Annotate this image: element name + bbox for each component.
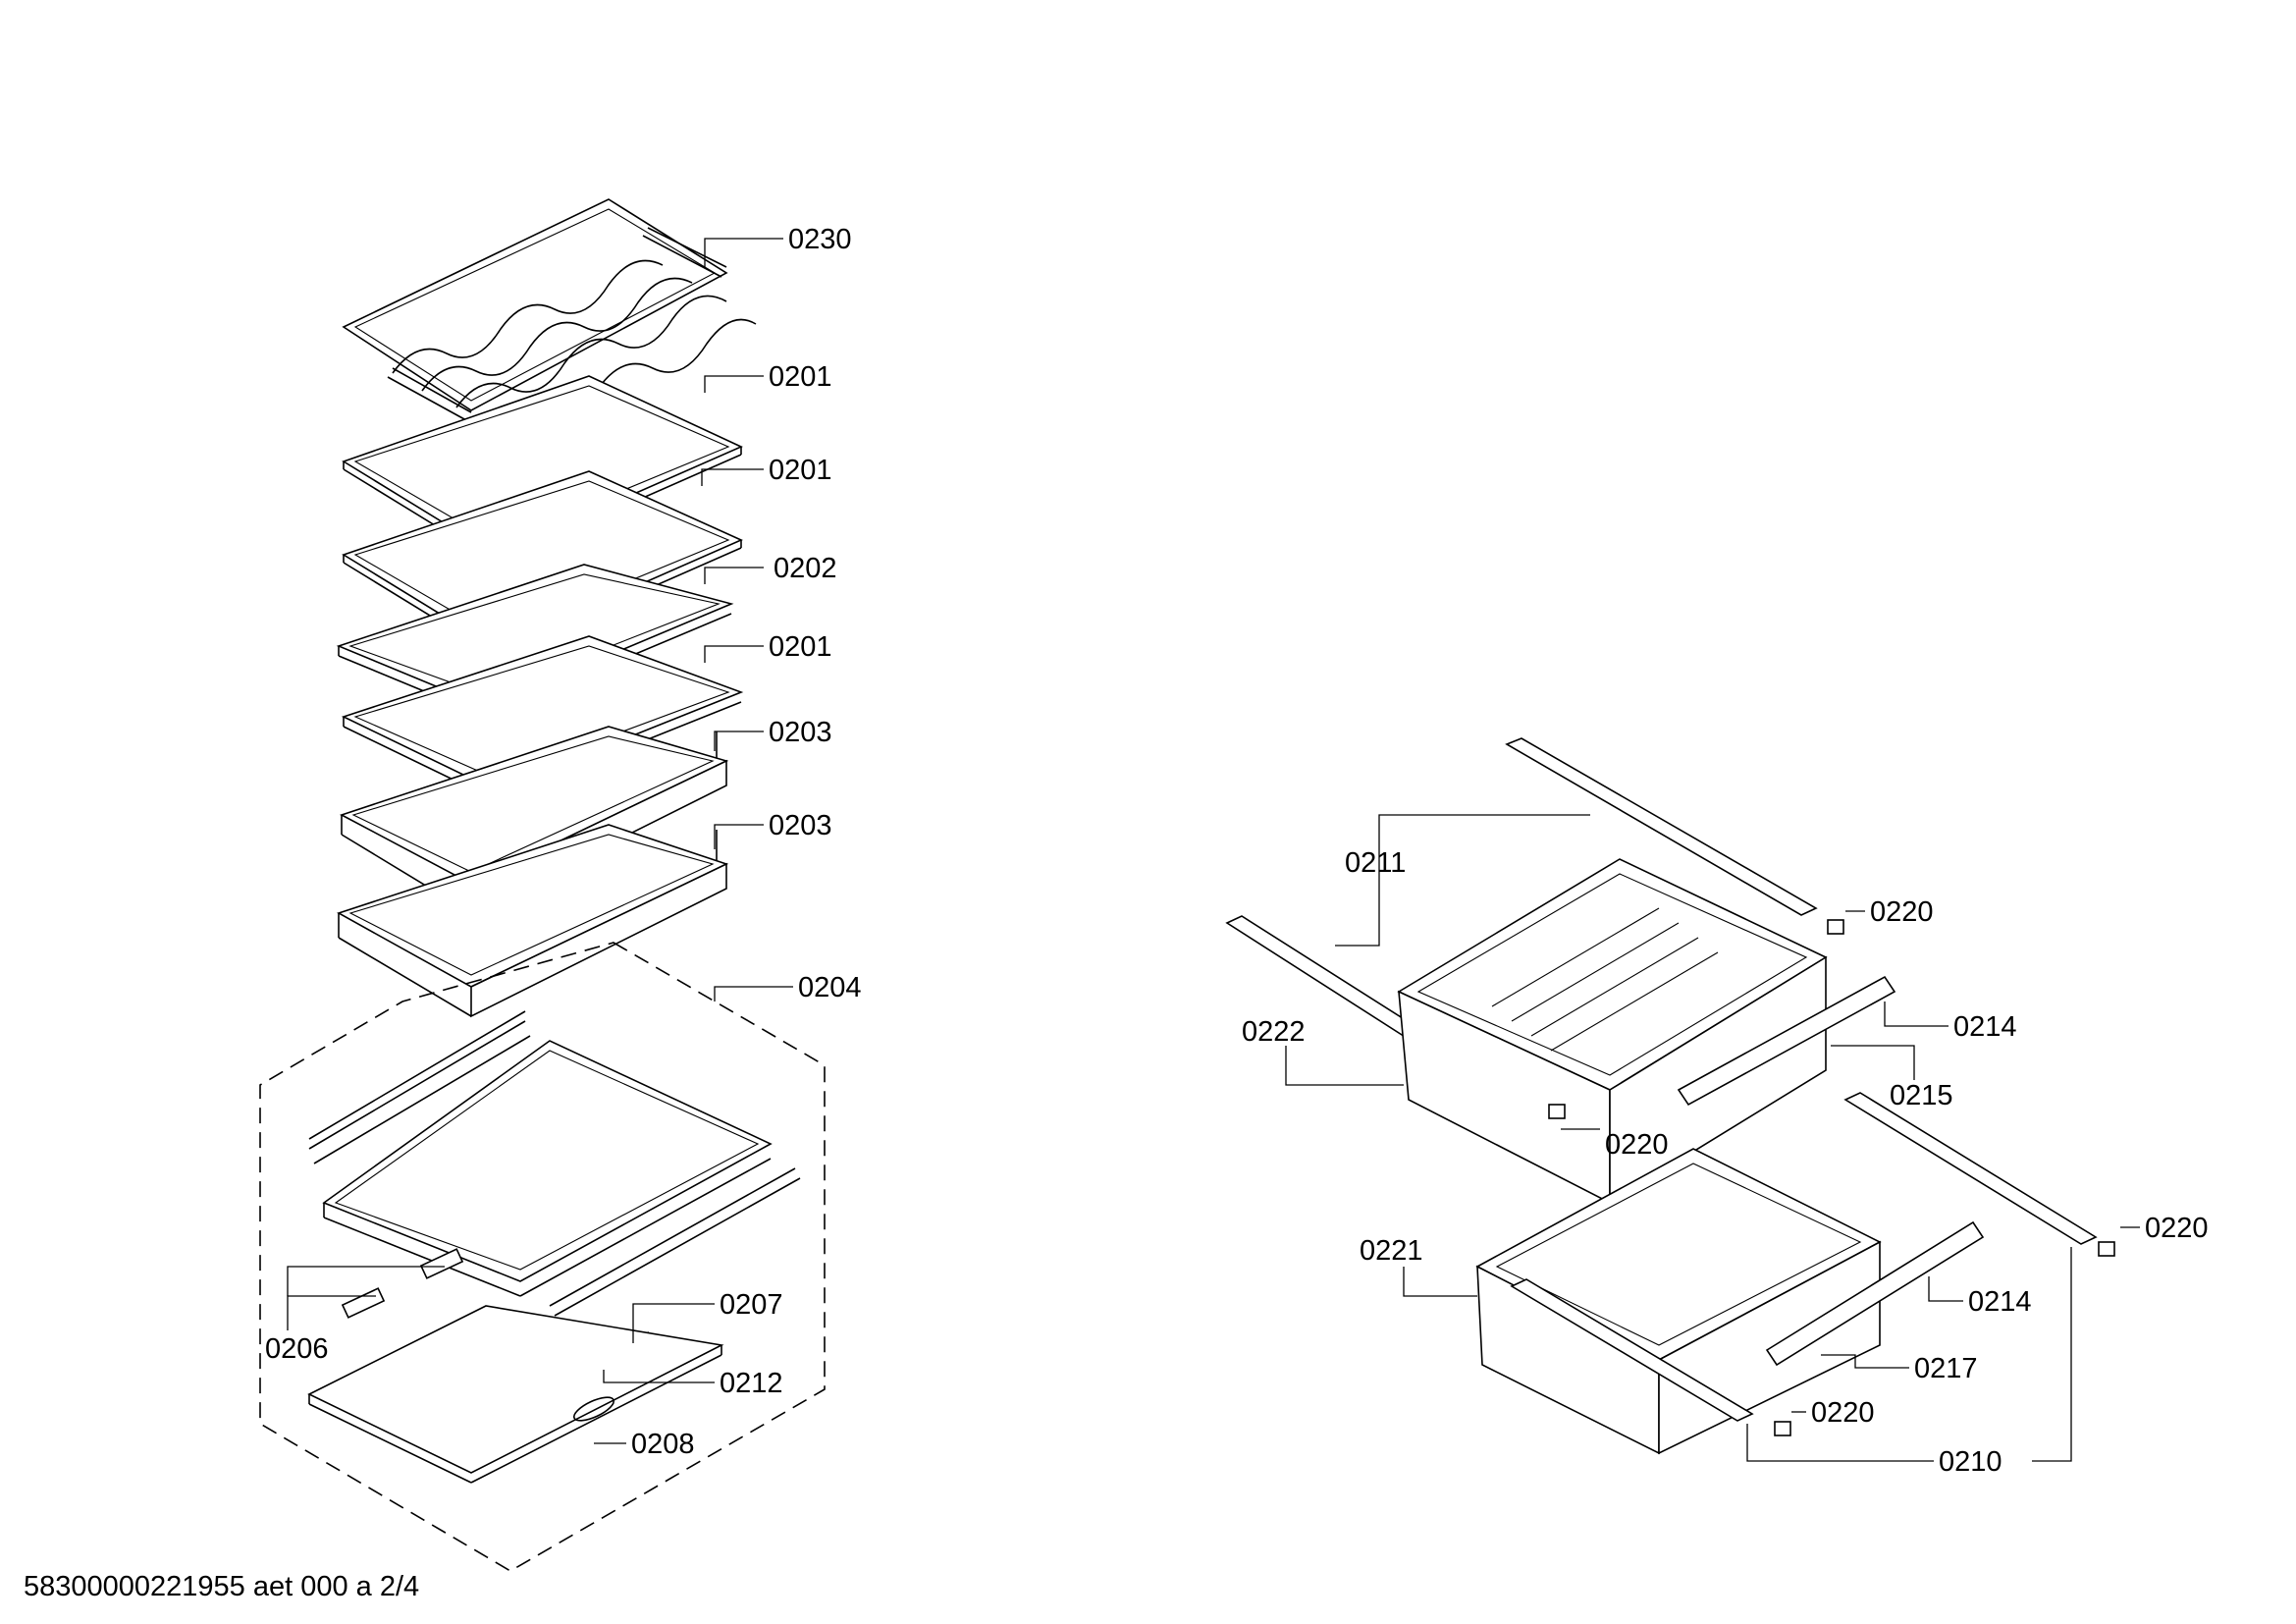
label-0221: 0221 (1360, 1235, 1423, 1267)
drawer-stop-clips (1548, 919, 2115, 1436)
label-0220: 0220 (2145, 1213, 2209, 1244)
label-0214: 0214 (1968, 1286, 2032, 1318)
label-0201: 0201 (769, 361, 832, 393)
label-0208: 0208 (631, 1429, 695, 1460)
bottle-rack-drawing (342, 198, 757, 433)
label-0206: 0206 (265, 1333, 329, 1365)
label-0204: 0204 (798, 972, 862, 1003)
label-0215: 0215 (1890, 1080, 1953, 1111)
clip-parts (341, 1248, 464, 1319)
label-0217: 0217 (1914, 1353, 1978, 1384)
upper-cover-bar (1677, 975, 1896, 1107)
label-0202: 0202 (774, 553, 837, 584)
label-0211: 0211 (1345, 847, 1406, 879)
label-0210: 0210 (1939, 1446, 2002, 1478)
shelf-frame-2 (337, 824, 729, 1018)
label-0201: 0201 (769, 455, 832, 486)
upper-drawer-rails (1225, 737, 1818, 1050)
label-0207: 0207 (720, 1289, 783, 1321)
label-0203: 0203 (769, 810, 832, 841)
label-0222: 0222 (1242, 1016, 1306, 1048)
lower-drawer-rail-left (1510, 1278, 1754, 1422)
assembly-group-outline (259, 942, 826, 1572)
label-0220: 0220 (1811, 1397, 1875, 1429)
label-0203: 0203 (769, 717, 832, 748)
label-0214: 0214 (1953, 1011, 2017, 1043)
label-0212: 0212 (720, 1368, 783, 1399)
label-0220: 0220 (1605, 1129, 1669, 1161)
label-0220: 0220 (1870, 896, 1934, 928)
label-0201: 0201 (769, 631, 832, 663)
part-labels: 0230 0201 0201 0202 0201 0203 0203 0204 … (265, 224, 2209, 1478)
lower-cover-bar (1765, 1220, 1985, 1367)
crisper-cover-panel (307, 1305, 724, 1484)
label-0230: 0230 (788, 224, 852, 255)
leader-lines (287, 238, 2140, 1462)
document-id: 58300000221955 aet 000 a 2/4 (24, 1571, 420, 1602)
crisper-cover-shelf (308, 1010, 801, 1317)
lower-drawer-rail-right (1843, 1092, 2098, 1245)
